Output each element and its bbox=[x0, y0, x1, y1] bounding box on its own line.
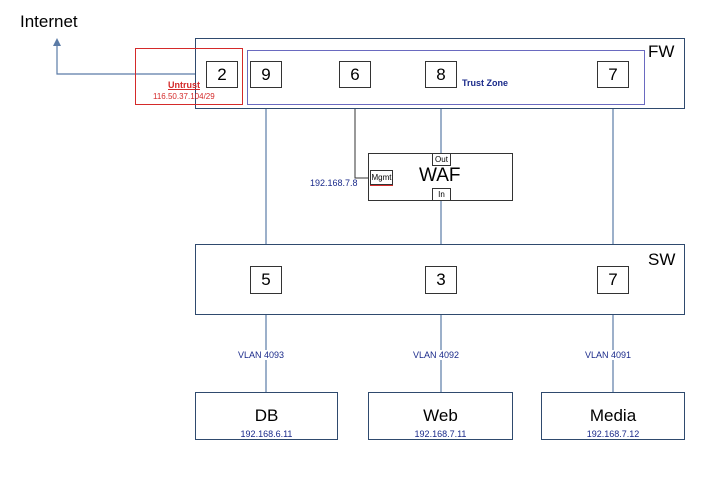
trust-zone-box bbox=[247, 50, 645, 105]
fw-port-2: 2 bbox=[206, 61, 238, 88]
untrust-zone-label: Untrust bbox=[168, 80, 200, 90]
sw-port-7: 7 bbox=[597, 266, 629, 294]
sw-port-5: 5 bbox=[250, 266, 282, 294]
fw-port-7: 7 bbox=[597, 61, 629, 88]
media-server-ip: 192.168.7.12 bbox=[586, 429, 640, 439]
waf-mgmt-ip: 192.168.7.8 bbox=[310, 178, 358, 188]
waf-label: WAF bbox=[419, 165, 461, 186]
vlan-web-label: VLAN 4092 bbox=[413, 350, 460, 360]
waf-out-port: Out bbox=[432, 153, 451, 166]
vlan-db-label: VLAN 4093 bbox=[238, 350, 285, 360]
waf-mgmt-port: Mgmt bbox=[370, 170, 393, 185]
untrust-ip: 116.50.37.104/29 bbox=[153, 92, 215, 101]
media-server-box bbox=[541, 392, 685, 440]
internet-uplink-line bbox=[56, 42, 206, 75]
db-server-box bbox=[195, 392, 338, 440]
internet-arrowhead bbox=[53, 38, 61, 46]
trust-zone-label: Trust Zone bbox=[462, 78, 509, 88]
fw-port-8: 8 bbox=[425, 61, 457, 88]
fw-port-6: 6 bbox=[339, 61, 371, 88]
untrust-zone-box bbox=[135, 48, 243, 105]
waf-in-port: In bbox=[432, 188, 451, 201]
web-server-label: Web bbox=[423, 406, 458, 425]
vlan-media-label: VLAN 4091 bbox=[585, 350, 632, 360]
web-server-ip: 192.168.7.11 bbox=[414, 429, 467, 439]
switch-label: SW bbox=[648, 250, 676, 269]
web-server-box bbox=[368, 392, 513, 440]
fw6-to-waf-mgmt-line bbox=[354, 88, 370, 179]
sw-port-3: 3 bbox=[425, 266, 457, 294]
mgmt-underline bbox=[370, 185, 393, 187]
firewall-label: FW bbox=[648, 42, 675, 61]
db-server-label: DB bbox=[254, 406, 279, 425]
fw-port-9: 9 bbox=[250, 61, 282, 88]
db-server-ip: 192.168.6.11 bbox=[240, 429, 293, 439]
media-server-label: Media bbox=[589, 406, 637, 425]
internet-label: Internet bbox=[20, 12, 78, 31]
